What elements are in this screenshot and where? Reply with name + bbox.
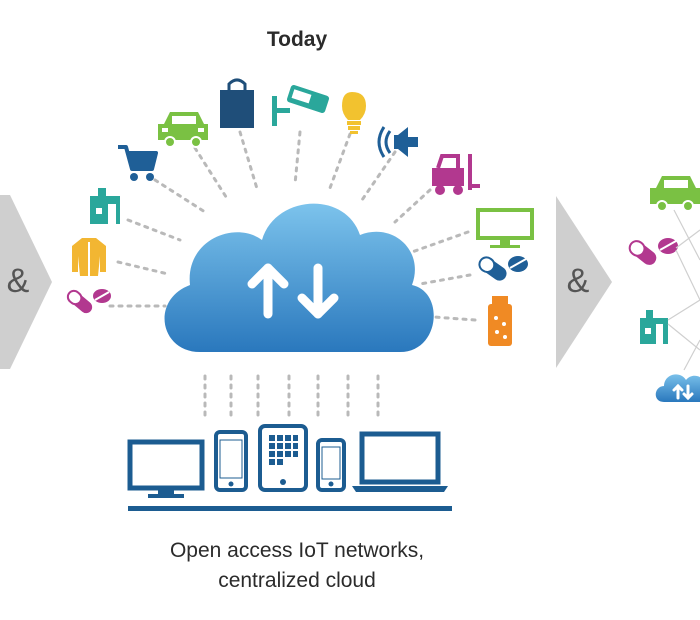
light-bulb-icon xyxy=(342,92,366,134)
left-separator-symbol: & xyxy=(7,262,30,300)
car-icon xyxy=(158,112,208,148)
laptop-icon xyxy=(352,431,448,492)
mesh-connector-lines xyxy=(667,209,700,371)
factory-icon xyxy=(640,310,668,344)
pill-capsules-icon xyxy=(66,289,111,314)
forklift-icon xyxy=(432,154,480,195)
speaker-icon xyxy=(377,126,418,158)
central-cloud xyxy=(164,203,434,352)
smartphone-icon xyxy=(214,430,248,492)
upload-download-arrows-icon xyxy=(247,263,339,319)
monitor-icon xyxy=(476,208,534,248)
pill-capsules-icon xyxy=(628,238,678,265)
middle-separator-symbol: & xyxy=(567,262,590,300)
tablet-icon xyxy=(258,424,308,492)
shopping-cart-icon xyxy=(118,145,158,181)
jacket-icon xyxy=(72,238,106,276)
factory-icon xyxy=(90,188,120,224)
pill-capsules-icon xyxy=(478,256,528,281)
small-cloud-icon xyxy=(655,374,700,402)
smartphone-icon xyxy=(316,438,346,492)
desktop-monitor-icon xyxy=(127,439,205,498)
shopping-bag-icon xyxy=(220,78,254,128)
device-baseline xyxy=(128,506,452,511)
security-camera-icon xyxy=(272,85,330,126)
middle-chevron-arrow xyxy=(556,196,612,368)
caption-line-2: centralized cloud xyxy=(218,569,376,592)
panel-caption: Open access IoT networks, centralized cl… xyxy=(90,536,504,596)
bottle-icon xyxy=(488,296,512,346)
car-icon xyxy=(650,176,700,212)
left-chevron-arrow xyxy=(0,195,52,369)
panel-heading: Today xyxy=(266,28,328,51)
caption-line-1: Open access IoT networks, xyxy=(169,539,425,562)
